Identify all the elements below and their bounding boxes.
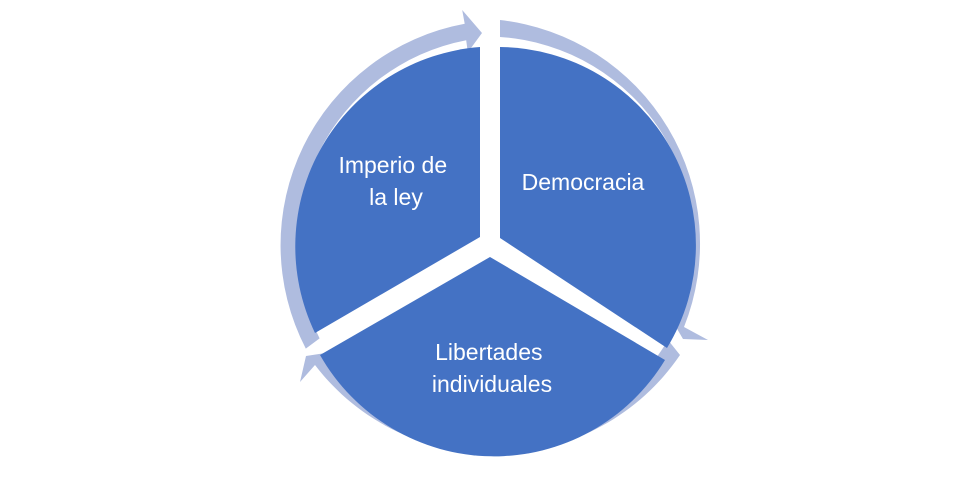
label-libertades-line-1: Libertades: [435, 339, 542, 365]
segment-libertades-individuales: [320, 257, 665, 457]
label-imperio-line-1: Imperio de: [338, 152, 447, 178]
label-imperio-line-2: la ley: [369, 184, 423, 210]
segment-imperio-de-la-ley: [295, 47, 480, 333]
segment-democracia: [500, 47, 696, 348]
label-imperio-de-la-ley: Imperio de la ley: [338, 152, 453, 210]
label-democracia: Democracia: [522, 169, 645, 195]
cycle-arrow-top: [280, 10, 482, 349]
cycle-arrow-right: [500, 20, 708, 340]
label-libertades-line-2: individuales: [432, 371, 552, 397]
segments: [295, 47, 696, 457]
label-democracia-line-1: Democracia: [522, 169, 645, 195]
label-libertades-individuales: Libertades individuales: [432, 339, 552, 397]
